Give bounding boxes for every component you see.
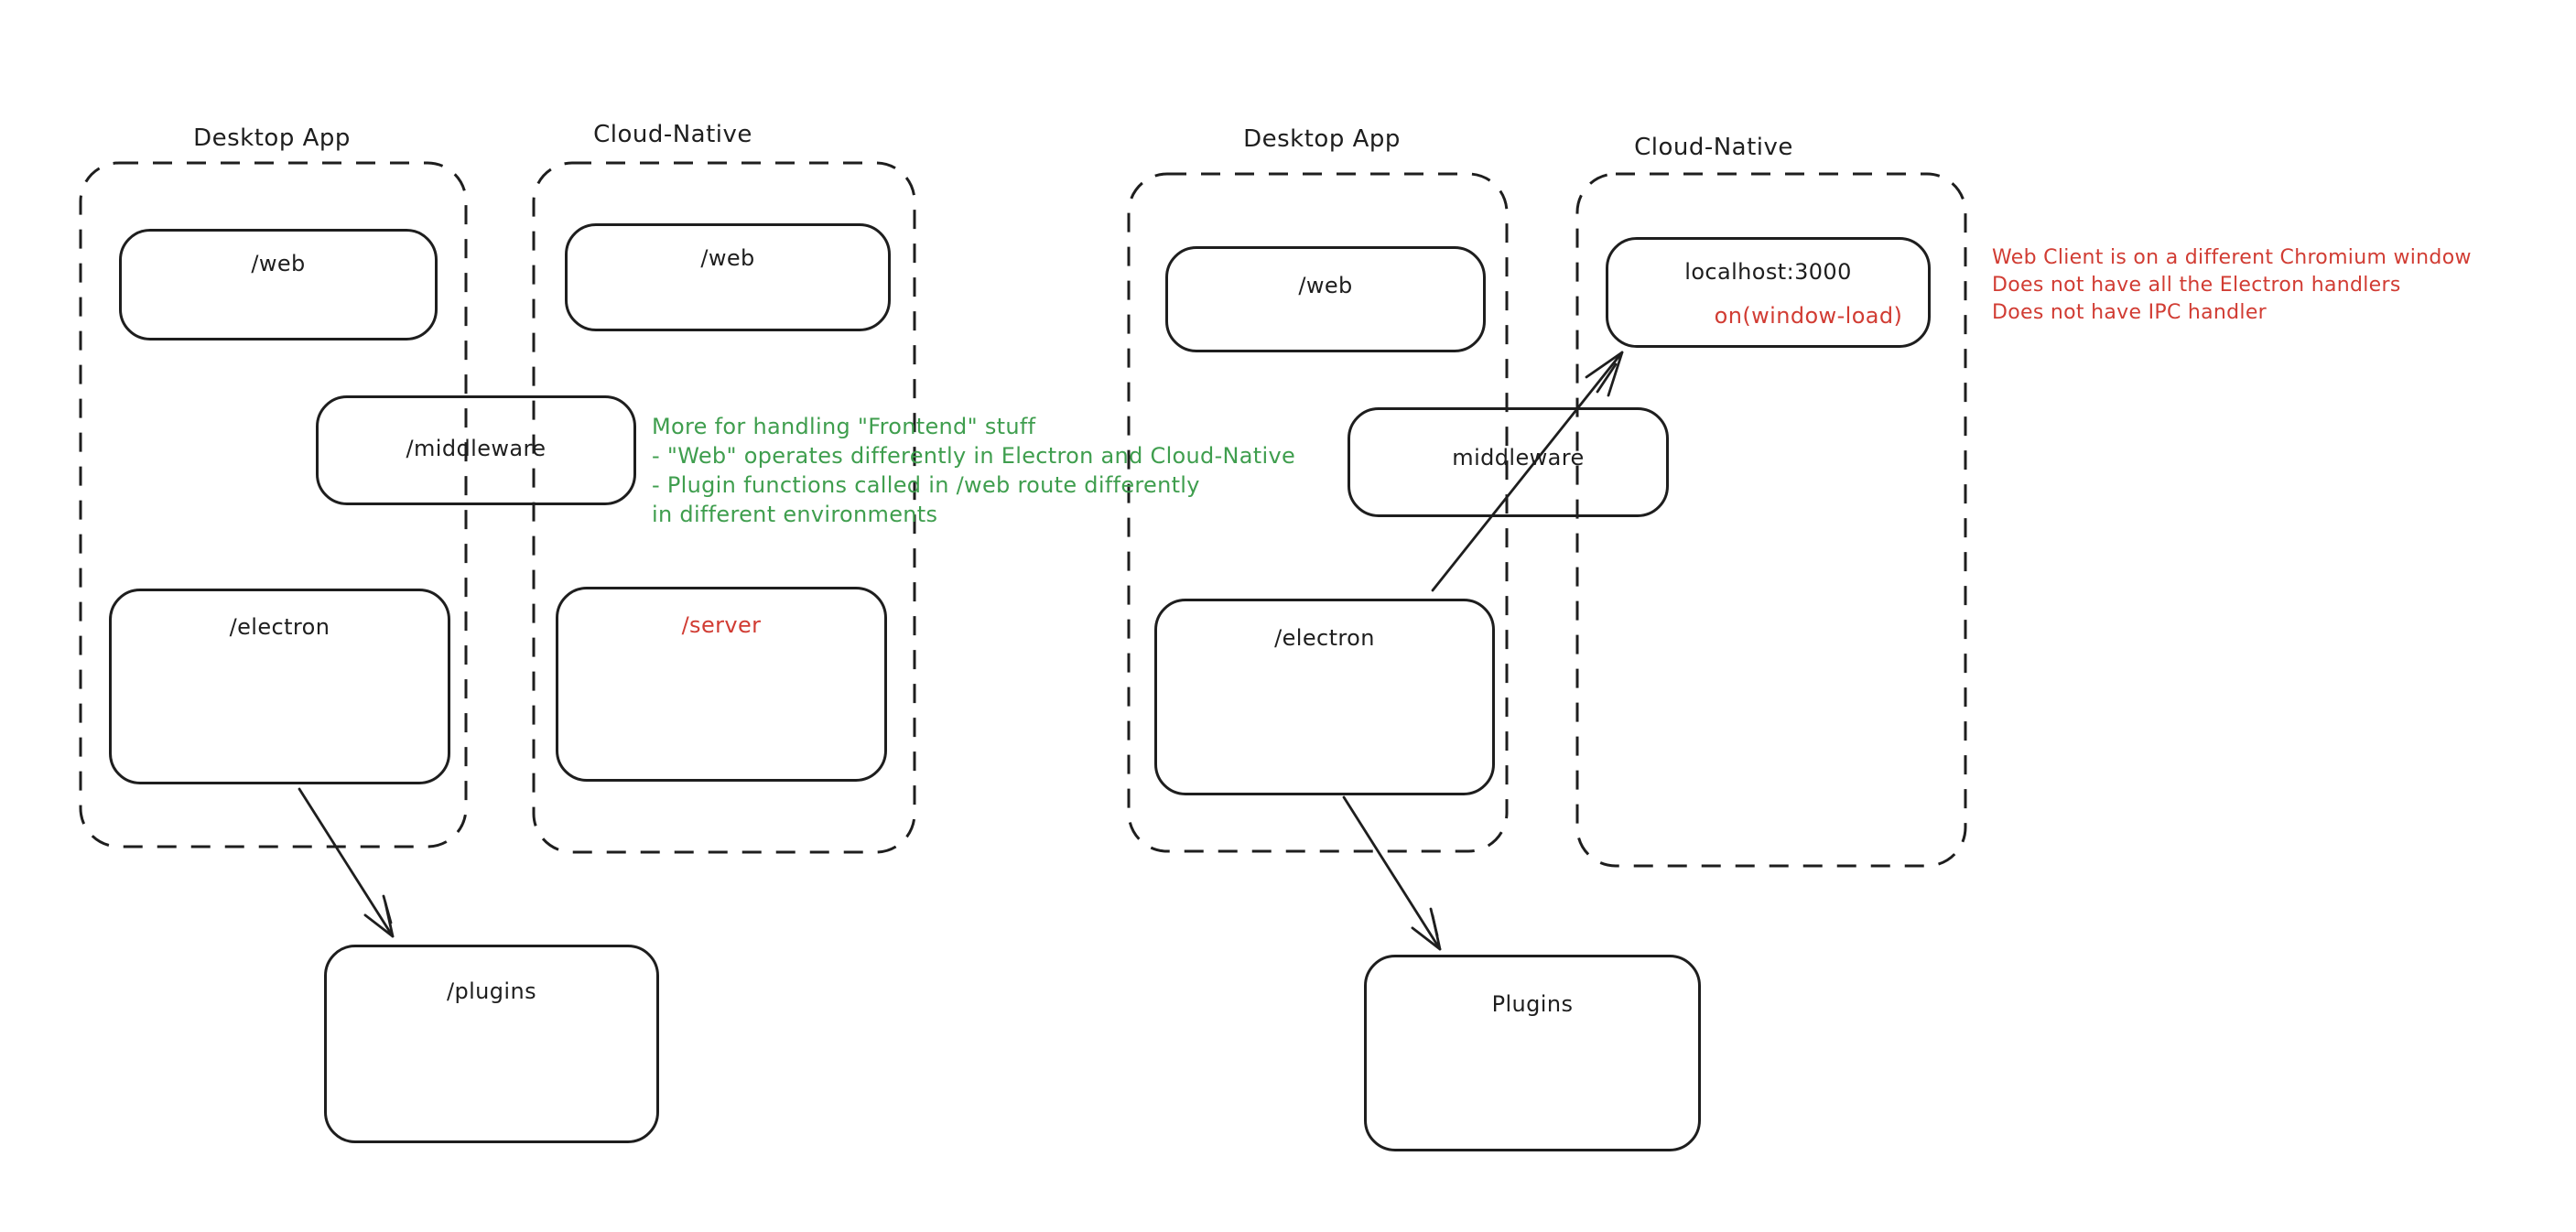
node-label: /web <box>700 245 755 271</box>
right-cloud-group-title: Cloud-Native <box>1634 134 1793 161</box>
left-cloud-group-title: Cloud-Native <box>593 121 752 148</box>
edge-electron-to-plugins-right <box>1342 795 1442 951</box>
node-label: Plugins <box>1491 991 1574 1017</box>
right-desktop-group-title: Desktop App <box>1243 125 1401 153</box>
node-web-left-desktop: /web <box>119 229 438 340</box>
note-line: in different environments <box>652 502 938 527</box>
node-web-right-desktop: /web <box>1165 246 1486 352</box>
node-plugins-right: Plugins <box>1364 955 1701 1151</box>
note-line: - "Web" operates differently in Electron… <box>652 443 1296 469</box>
node-middleware-right: middleware <box>1348 407 1669 517</box>
node-label: middleware <box>1452 445 1585 470</box>
node-label: localhost:3000 <box>1684 259 1852 285</box>
node-web-left-cloud: /web <box>565 223 891 331</box>
node-label: /middleware <box>406 436 547 461</box>
node-plugins-left: /plugins <box>324 945 659 1143</box>
edge-electron-to-plugins-left <box>298 787 395 938</box>
left-desktop-group-title: Desktop App <box>193 124 351 152</box>
note-line: Web Client is on a different Chromium wi… <box>1992 246 2472 269</box>
node-server-left: /server <box>556 587 887 782</box>
node-electron-left: /electron <box>109 589 450 784</box>
node-label: /electron <box>229 614 330 640</box>
note-line: - Plugin functions called in /web route … <box>652 472 1200 498</box>
note-line: Does not have all the Electron handlers <box>1992 274 2401 297</box>
node-middleware-left: /middleware <box>316 395 636 505</box>
node-localhost-right: localhost:3000 on(window-load) <box>1606 237 1931 348</box>
node-label: /server <box>681 612 762 638</box>
node-label: /web <box>1298 273 1353 298</box>
green-annotation: More for handling "Frontend" stuff - "We… <box>652 412 1295 529</box>
node-sublabel: on(window-load) <box>1714 303 1903 329</box>
red-annotation: Web Client is on a different Chromium wi… <box>1992 244 2472 327</box>
note-line: More for handling "Frontend" stuff <box>652 414 1036 439</box>
node-electron-right: /electron <box>1154 599 1495 795</box>
node-label: /web <box>251 251 306 276</box>
node-label: /electron <box>1274 625 1375 651</box>
note-line: Does not have IPC handler <box>1992 301 2268 324</box>
node-label: /plugins <box>446 978 537 1004</box>
